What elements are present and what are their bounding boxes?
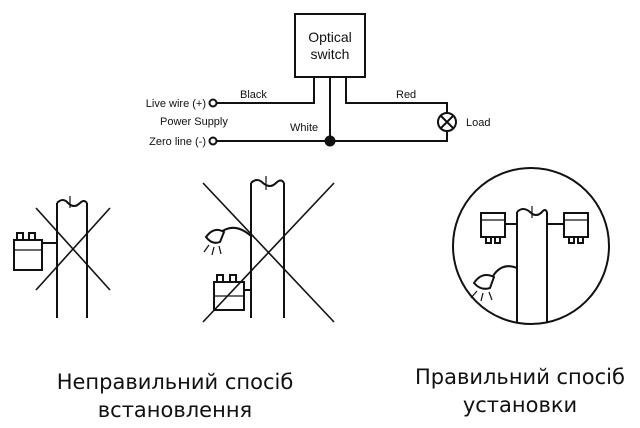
wrong-install-side-mount [13,196,111,318]
power-supply-label: Power Supply [160,116,228,128]
wrong-install-caption-line2: встановлення [97,398,253,422]
load-lamp-icon [437,112,457,132]
live-terminal [208,98,218,108]
wiring-labels: Optical switch Live wire (+) Power Suppl… [146,29,491,148]
black-wire-label: Black [240,89,267,101]
photo-sensor-icon [13,232,43,271]
black-wire [217,77,315,104]
wrong-install-below-lamp [202,176,335,323]
street-lamp-icon [203,226,252,256]
load-label: Load [466,117,490,129]
optical-switch-box [294,13,366,78]
zero-terminal [208,136,218,146]
red-wire-label: Red [396,89,416,101]
magnifier-circle [452,167,610,325]
photo-sensor-icon [547,212,589,244]
correct-install-caption-line1: Правильний спосіб [415,365,625,389]
red-wire [345,77,448,113]
cross-mark-icon [202,182,335,323]
correct-install-caption-line2: установки [462,393,578,417]
white-wire-label: White [290,122,318,134]
switch-label-line2: switch [311,46,350,62]
junction-dot [324,135,336,147]
live-wire-label: Live wire (+) [146,98,206,110]
cross-mark-icon [35,207,111,291]
photo-sensor-icon [480,212,517,244]
zero-line-wire [217,131,448,142]
street-lamp-icon [470,274,496,302]
wiring-diagram [208,13,457,147]
switch-label-line1: Optical [308,29,352,45]
correct-install-magnified [452,167,610,325]
zero-line-label: Zero line (-) [149,136,206,148]
wrong-install-caption-line1: Неправильний спосіб [56,370,294,394]
